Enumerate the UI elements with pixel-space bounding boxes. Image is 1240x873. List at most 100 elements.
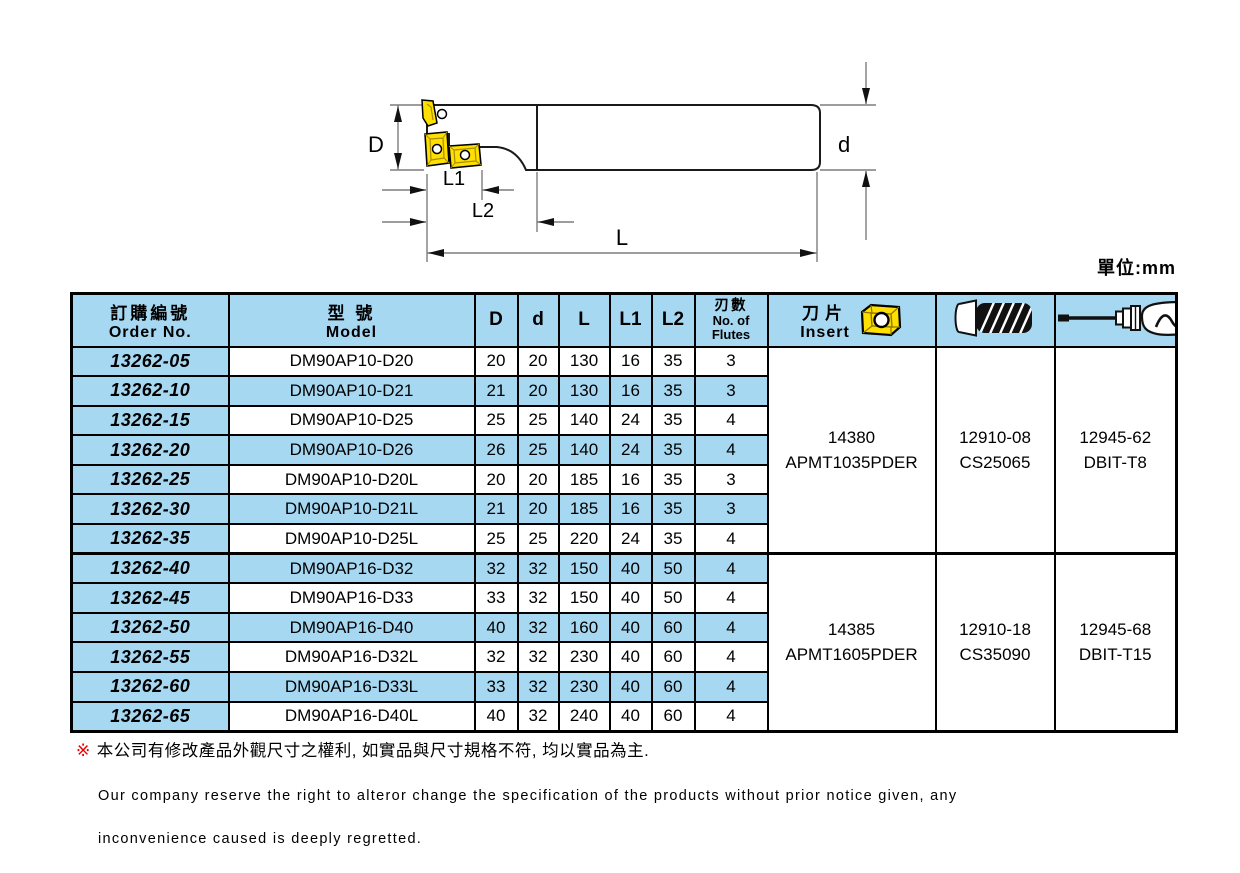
model-cell: DM90AP10-D26 [227, 434, 476, 466]
flutes-cell: 4 [693, 582, 769, 614]
dim-L-cell: 130 [557, 375, 611, 407]
footnote: ※本公司有修改產品外觀尺寸之權利, 如實品與尺寸規格不符, 均以實品為主. Ou… [76, 737, 1196, 873]
model-cell: DM90AP16-D40L [227, 700, 476, 733]
apmt-insert-icon [860, 304, 901, 337]
order-no-cell: 13262-55 [70, 641, 230, 674]
dim-L-cell: 230 [557, 641, 611, 674]
dim-d-cell: 20 [516, 463, 560, 496]
torx-driver-icon [1057, 300, 1175, 336]
dim-d-cell: 32 [516, 552, 560, 585]
dim-d-cell: 25 [516, 404, 560, 437]
dim-L1-cell: 40 [608, 582, 653, 614]
model-cell: DM90AP10-D20 [227, 345, 476, 378]
dim-d-cell: 32 [516, 611, 560, 644]
dim-L2-cell: 60 [650, 671, 696, 703]
dim-L-cell: 150 [557, 552, 611, 585]
order-no-cell: 13262-35 [70, 523, 230, 555]
model-cell: DM90AP16-D32 [227, 552, 476, 585]
dim-L1-cell: 24 [608, 404, 653, 437]
flutes-cell: 4 [693, 552, 769, 585]
dim-d-cell: 20 [516, 345, 560, 378]
model-cell: DM90AP10-D21L [227, 493, 476, 526]
model-header-en: Model [325, 323, 378, 341]
flutes-cell: 4 [693, 404, 769, 437]
screw-line2: CS35090 [959, 645, 1031, 665]
insert-line2: APMT1035PDER [785, 452, 918, 472]
insert-line1: 14385 [827, 620, 876, 640]
dim-D-cell: 21 [473, 375, 519, 407]
dim-L2-cell: 35 [650, 523, 696, 555]
col-header-driver [1053, 292, 1178, 348]
order-no-cell: 13262-30 [70, 493, 230, 526]
dim-D-cell: 32 [473, 552, 519, 585]
order-header-en: Order No. [108, 323, 192, 341]
dim-L2-cell: 60 [650, 611, 696, 644]
dim-L2-cell: 35 [650, 404, 696, 437]
order-no-cell: 13262-65 [70, 700, 230, 733]
col-header-L1: L1 [608, 292, 653, 348]
dim-L1-cell: 16 [608, 463, 653, 496]
dim-L1-cell: 40 [608, 641, 653, 674]
model-cell: DM90AP16-D32L [227, 641, 476, 674]
dim-L2-cell: 35 [650, 345, 696, 378]
countersunk-screw-icon [954, 299, 1032, 337]
order-no-cell: 13262-10 [70, 375, 230, 407]
driver-line1: 12945-68 [1079, 620, 1152, 640]
model-header-zh: 型 號 [327, 303, 376, 323]
order-no-cell: 13262-40 [70, 552, 230, 585]
dim-L-cell: 185 [557, 493, 611, 526]
header-row: 訂購編號 Order No. 型 號 Model D d L L1 L2 刃數 … [70, 292, 1178, 348]
order-no-cell: 13262-25 [70, 463, 230, 496]
dim-L1-cell: 16 [608, 345, 653, 378]
screw-line1: 12910-08 [959, 427, 1031, 447]
flutes-cell: 3 [693, 493, 769, 526]
insert-front [424, 131, 450, 167]
dim-L-cell: 220 [557, 523, 611, 555]
dim-D-cell: 20 [473, 345, 519, 378]
dim-L-cell: 130 [557, 345, 611, 378]
dim-L2-cell: 35 [650, 493, 696, 526]
order-no-cell: 13262-60 [70, 671, 230, 703]
flutes-cell: 4 [693, 611, 769, 644]
dim-D-cell: 33 [473, 671, 519, 703]
insert-line2: APMT1605PDER [785, 645, 918, 665]
dim-d-cell: 32 [516, 641, 560, 674]
flutes-cell: 4 [693, 434, 769, 466]
flutes-cell: 4 [693, 700, 769, 733]
dim-d-cell: 32 [516, 671, 560, 703]
flutes-cell: 3 [693, 463, 769, 496]
col-header-L: L [557, 292, 611, 348]
dim-d-cell: 25 [516, 434, 560, 466]
dim-L-cell: 150 [557, 582, 611, 614]
cutter-body [426, 104, 821, 171]
order-no-cell: 13262-05 [70, 345, 230, 378]
flutes-header-zh: 刃數 [714, 297, 748, 314]
dim-L2-cell: 35 [650, 375, 696, 407]
flutes-cell: 3 [693, 345, 769, 378]
dim-L2-cell: 35 [650, 463, 696, 496]
col-header-d: d [516, 292, 560, 348]
dim-label-L: L [616, 225, 628, 250]
dim-L1-cell: 40 [608, 611, 653, 644]
model-cell: DM90AP16-D33L [227, 671, 476, 703]
model-cell: DM90AP10-D25L [227, 523, 476, 555]
footnote-mark: ※ [76, 741, 91, 760]
dim-L-cell: 230 [557, 671, 611, 703]
dim-L1-cell: 16 [608, 375, 653, 407]
unit-label: 單位:mm [1096, 258, 1176, 278]
dim-L-cell: 140 [557, 404, 611, 437]
tool-diagram: D d L1 L2 L [368, 62, 876, 262]
spec-table: 訂購編號 Order No. 型 號 Model D d L L1 L2 刃數 … [70, 292, 1178, 733]
dim-L2-cell: 35 [650, 434, 696, 466]
insert-header-en: Insert [800, 323, 850, 341]
